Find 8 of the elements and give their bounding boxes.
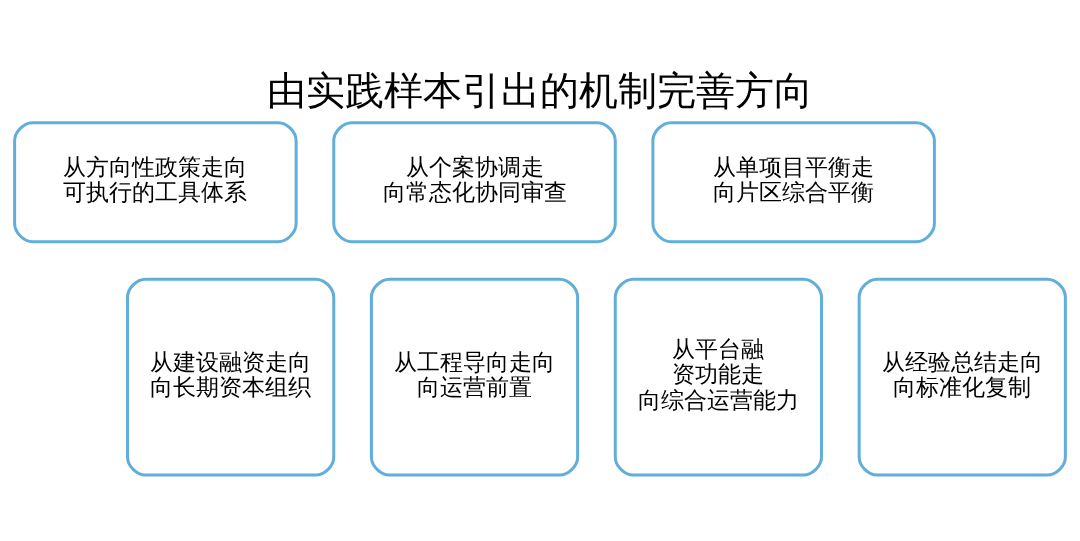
diagram-title: 由实践样本引出的机制完善方向 [267, 67, 813, 113]
node-box: 从建设融资走向向长期资本组织 [126, 277, 336, 476]
node-box: 从工程导向走向向运营前置 [369, 277, 580, 476]
node-box: 从平台融资功能走向综合运营能力 [613, 277, 823, 476]
node-box: 从经验总结走向向标准化复制 [857, 277, 1067, 476]
node-box: 从方向性政策走向可执行的工具体系 [13, 120, 298, 243]
node-box: 从单项目平衡走向片区综合平衡 [651, 120, 936, 243]
node-box: 从个案协调走向常态化协同审查 [332, 120, 617, 243]
